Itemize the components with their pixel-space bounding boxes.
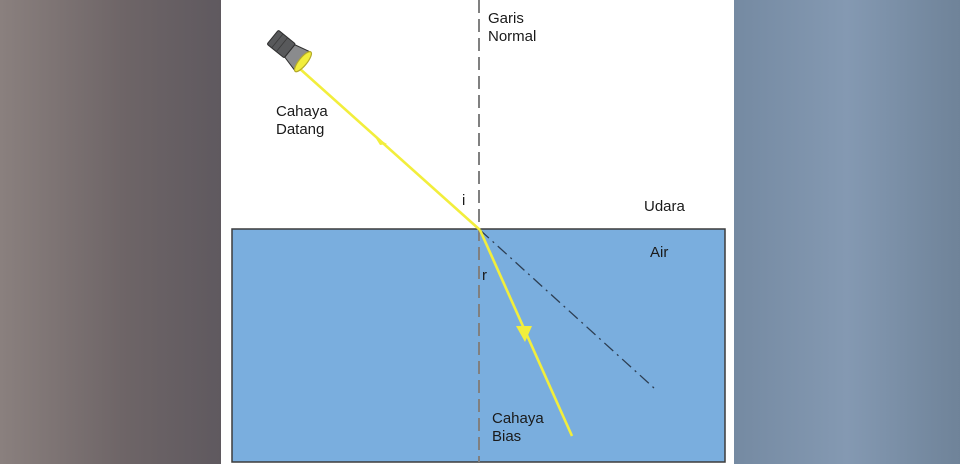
normal-line-label-line-1: Garis — [488, 10, 524, 27]
refracted-ray-label-line-1: Cahaya — [492, 410, 544, 427]
angle-of-incidence-label: i — [462, 192, 465, 210]
incident-ray-label: Cahaya Datang — [276, 103, 328, 139]
normal-line-label-line-2: Normal — [488, 28, 537, 45]
incident-ray-label-line-2: Datang — [276, 121, 325, 138]
refracted-ray-label-line-2: Bias — [492, 428, 522, 445]
air-medium-text: Udara — [644, 198, 685, 215]
background-left — [0, 0, 221, 464]
air-medium-label: Udara — [644, 198, 685, 216]
flashlight-icon — [267, 30, 313, 73]
angle-of-refraction-label: r — [482, 267, 487, 285]
water-medium-label: Air — [650, 244, 668, 262]
water-medium-text: Air — [650, 244, 669, 261]
background-right — [734, 0, 960, 464]
refraction-diagram: Garis Normal Cahaya Datang i Udara Air r… — [221, 0, 734, 464]
normal-line-label: Garis Normal — [488, 10, 536, 46]
refracted-ray-arrow — [516, 326, 532, 342]
diagram-canvas — [231, 0, 726, 463]
incident-ray-arrow — [375, 137, 387, 145]
ray-extension-line — [479, 229, 655, 389]
incident-ray-label-line-1: Cahaya — [276, 103, 328, 120]
incident-ray — [298, 67, 481, 231]
angle-of-refraction-text: r — [482, 267, 487, 284]
refracted-ray-label: Cahaya Bias — [492, 410, 544, 446]
angle-of-incidence-text: i — [462, 192, 466, 209]
